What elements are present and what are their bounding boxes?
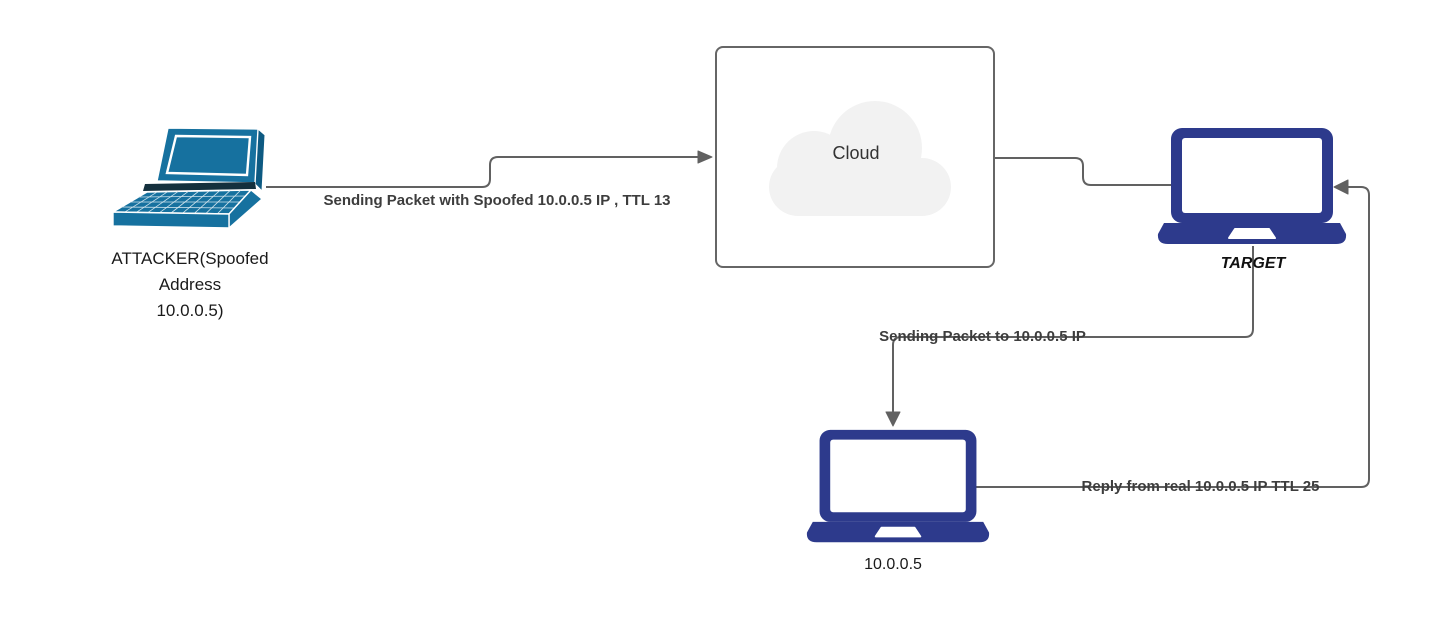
target-label: TARGET xyxy=(1220,255,1286,272)
attacker-label: ATTACKER(Spoofed Address 10.0.0.5) xyxy=(111,249,269,320)
laptop-icon xyxy=(806,429,990,543)
arrowhead-right-icon xyxy=(697,150,713,164)
cloud-icon xyxy=(769,101,951,216)
laptop-icon xyxy=(1157,128,1347,244)
real-host-label: 10.0.0.5 xyxy=(864,556,922,573)
arrowhead-down-icon xyxy=(885,411,901,427)
edge-attacker-to-cloud xyxy=(266,150,713,188)
edge-cloud-to-target xyxy=(995,157,1172,186)
laptop-3d-icon xyxy=(110,127,266,230)
edge-label-reply: Reply from real 10.0.0.5 IP TTL 25 xyxy=(1081,478,1320,495)
cloud-label: Cloud xyxy=(832,143,880,163)
cloud-box xyxy=(715,46,995,268)
arrowhead-left-icon xyxy=(1333,179,1349,195)
edge-label-sending-packet: Sending Packet to 10.0.0.5 IP xyxy=(879,328,1086,345)
edge-real-host-to-target xyxy=(974,179,1370,488)
edge-label-spoofed-packet: Sending Packet with Spoofed 10.0.0.5 IP … xyxy=(323,192,671,209)
edge-target-to-real-host xyxy=(885,246,1254,427)
